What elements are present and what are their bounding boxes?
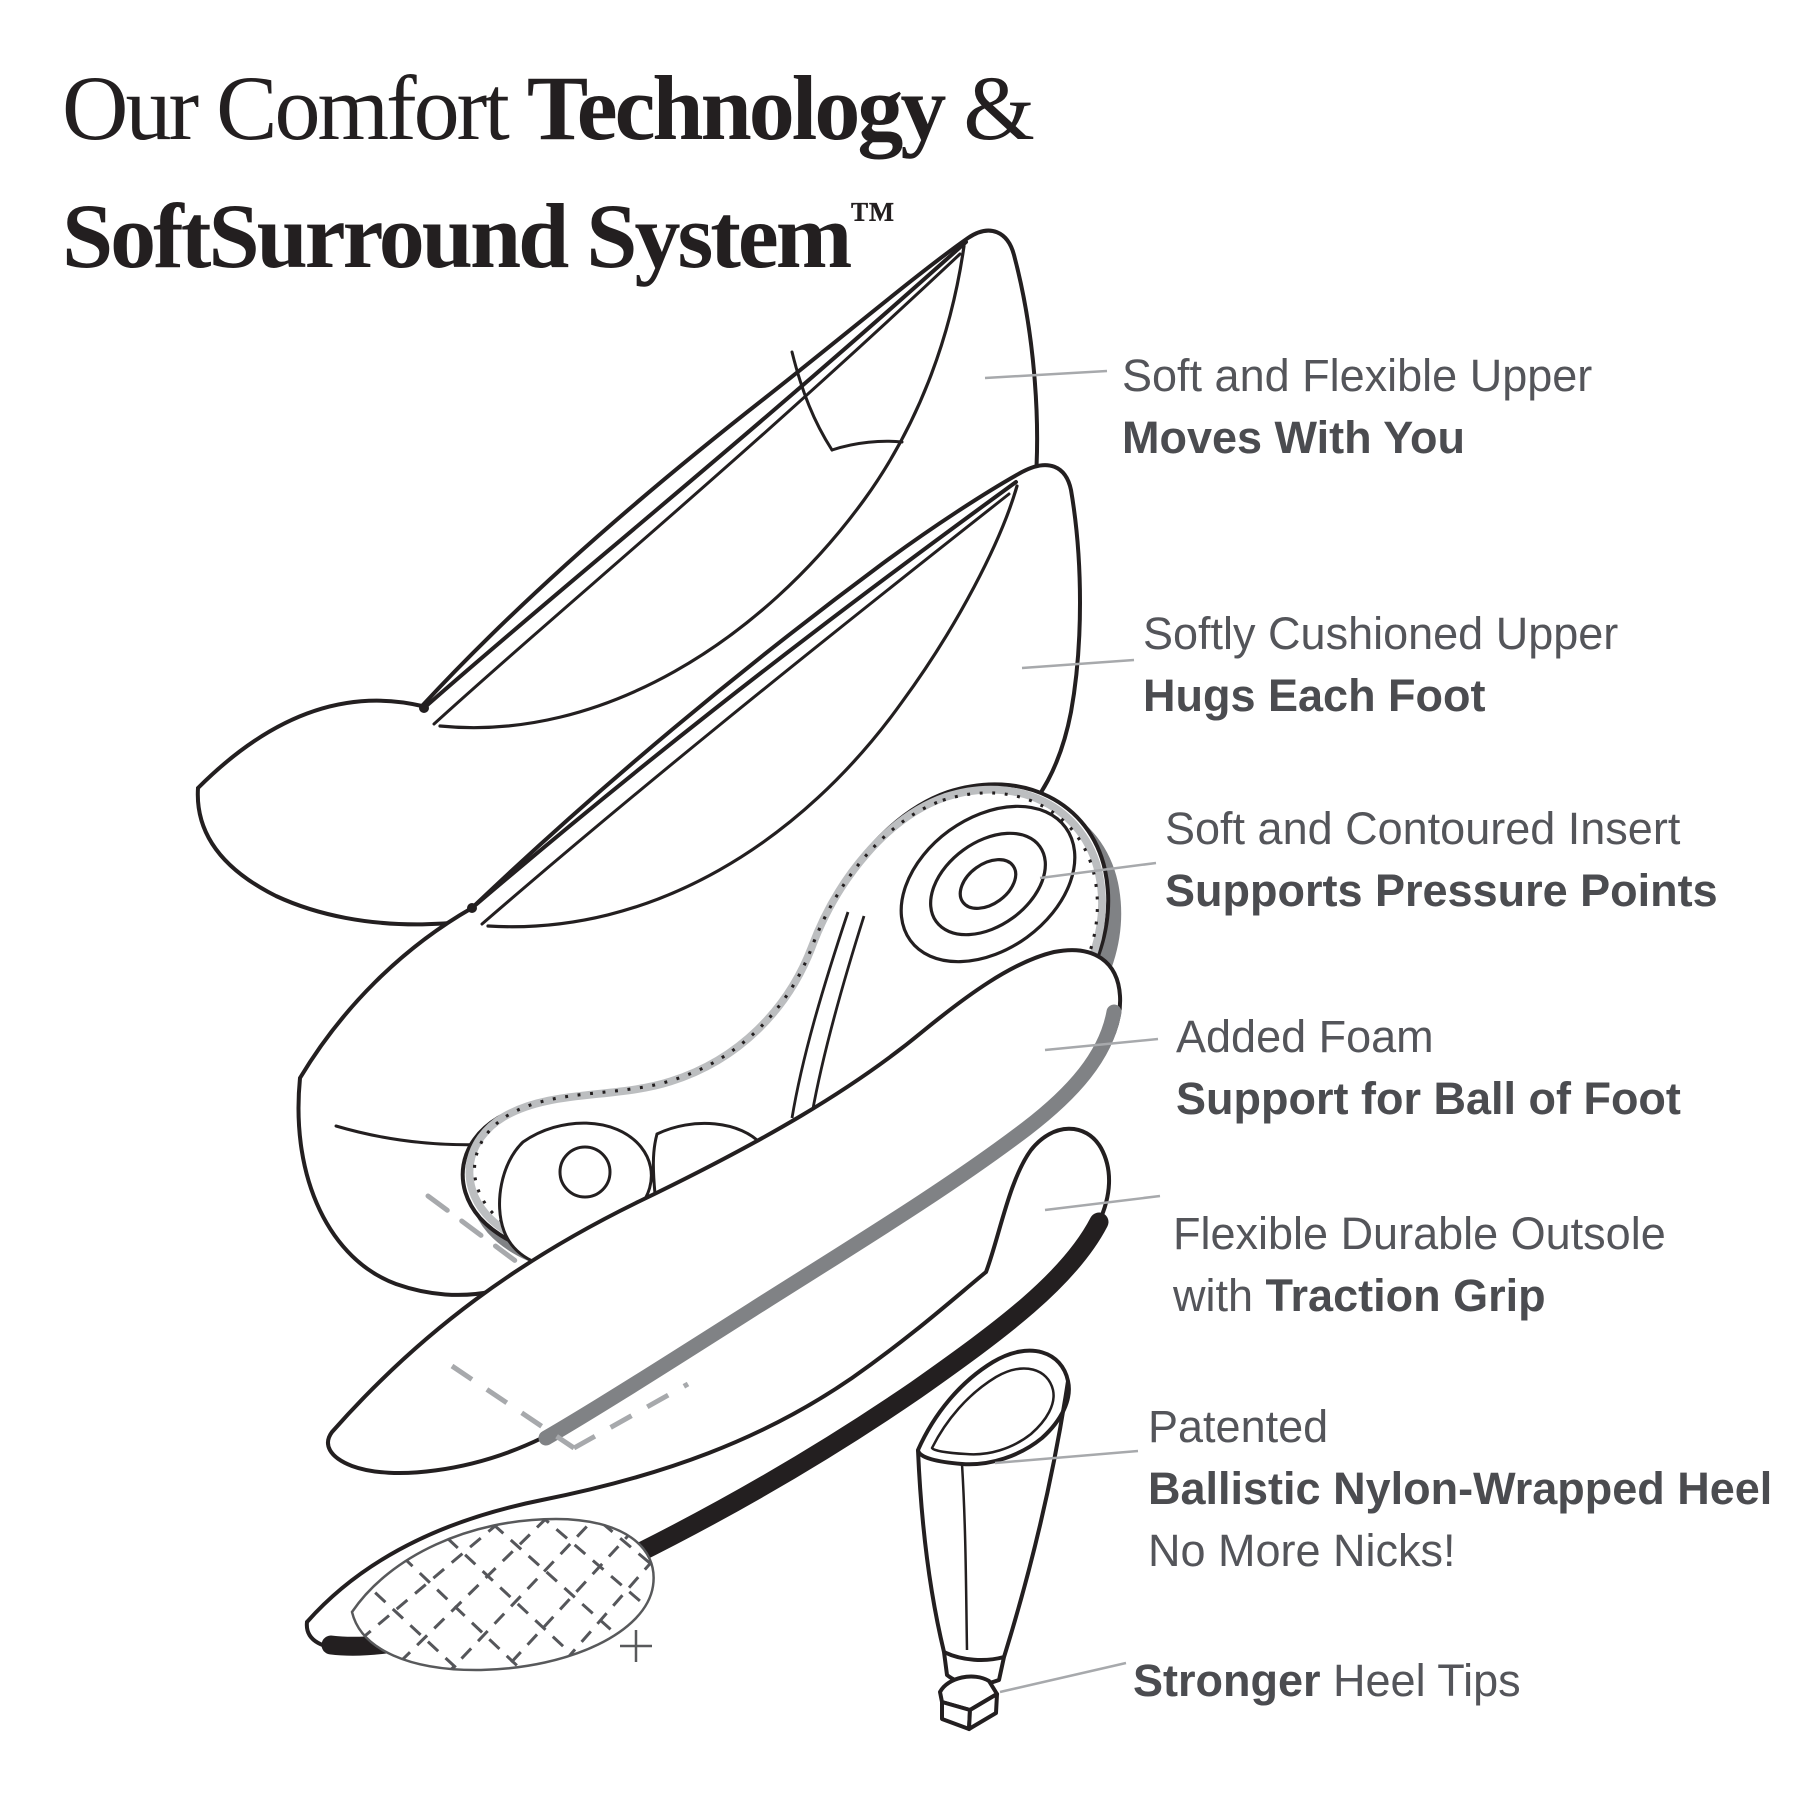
- pad-cross-mark: [620, 1630, 652, 1662]
- contoured-insert-icon: [460, 782, 1122, 1280]
- traction-grip-crosshatch-icon: [352, 1519, 654, 1671]
- callout-ballistic-heel: Patented Ballistic Nylon-Wrapped Heel No…: [1148, 1396, 1772, 1582]
- leader-outsole: [1044, 1194, 1161, 1212]
- outsole-icon: [304, 1126, 1112, 1672]
- heel-icon: [916, 1348, 1071, 1687]
- leader-cushioned-upper: [1021, 658, 1135, 670]
- callout-line-mixed: with Traction Grip: [1173, 1270, 1546, 1321]
- upper-outline-icon: [195, 228, 1040, 927]
- foam-hidden-edge-dashes: [450, 1363, 690, 1451]
- callout-stronger-heel-tips: Stronger Heel Tips: [1133, 1650, 1521, 1712]
- callout-line: Soft and Contoured Insert: [1165, 803, 1681, 854]
- heel-tip-icon: [938, 1674, 999, 1731]
- title-line-2: SoftSurround System™: [62, 185, 896, 287]
- leader-insert: [1039, 861, 1157, 880]
- foam-layer-icon: [326, 948, 1123, 1475]
- leader-heel-tip: [999, 1661, 1127, 1694]
- traction-pad-outline: [350, 1517, 655, 1672]
- callout-soft-flexible-upper: Soft and Flexible Upper Moves With You: [1122, 345, 1592, 469]
- title-line-1: Our Comfort Technology &: [62, 57, 1035, 159]
- callout-line: Soft and Flexible Upper: [1122, 350, 1593, 401]
- callout-line-bold: Moves With You: [1122, 412, 1465, 463]
- callout-line-bold: Ballistic Nylon-Wrapped Heel: [1148, 1463, 1773, 1514]
- callout-line: Softly Cushioned Upper: [1143, 608, 1619, 659]
- callout-line: Flexible Durable Outsole: [1173, 1208, 1666, 1259]
- leader-lines: [984, 369, 1161, 1694]
- arch-contour-lines: [790, 911, 866, 1119]
- callout-line-mixed: Stronger Heel Tips: [1133, 1655, 1521, 1706]
- callout-softly-cushioned-upper: Softly Cushioned Upper Hugs Each Foot: [1143, 603, 1618, 727]
- cushioned-upper-outline-icon: [296, 463, 1082, 1297]
- callout-line: No More Nicks!: [1148, 1525, 1456, 1576]
- foam-thickness-shade: [538, 1004, 1122, 1446]
- leader-upper: [984, 369, 1108, 380]
- leader-foam: [1044, 1037, 1159, 1052]
- callout-soft-contoured-insert: Soft and Contoured Insert Supports Press…: [1165, 798, 1718, 922]
- callout-line: Added Foam: [1176, 1011, 1434, 1062]
- callout-line: Patented: [1148, 1401, 1329, 1452]
- leader-heel: [994, 1449, 1139, 1465]
- callout-line-bold: Supports Pressure Points: [1165, 865, 1718, 916]
- heel-cushion-rings-icon: [899, 804, 1077, 964]
- callout-line-bold: Support for Ball of Foot: [1176, 1073, 1681, 1124]
- trademark-symbol: ™: [849, 192, 896, 243]
- page-title: Our Comfort Technology & SoftSurround Sy…: [62, 44, 1035, 316]
- callout-added-foam: Added Foam Support for Ball of Foot: [1176, 1006, 1681, 1130]
- callout-flexible-durable-outsole: Flexible Durable Outsole with Traction G…: [1173, 1203, 1666, 1327]
- callout-line-bold: Hugs Each Foot: [1143, 670, 1486, 721]
